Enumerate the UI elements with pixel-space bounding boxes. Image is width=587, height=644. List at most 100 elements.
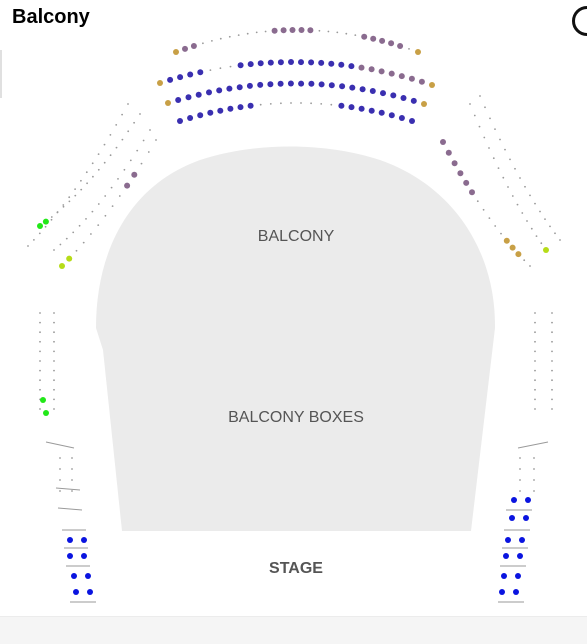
available-seat[interactable] xyxy=(177,118,183,124)
available-seat[interactable] xyxy=(173,49,179,55)
available-seat[interactable] xyxy=(359,86,366,93)
available-seat[interactable] xyxy=(380,90,386,97)
available-seat[interactable] xyxy=(73,589,79,595)
available-seat[interactable] xyxy=(361,33,368,40)
available-seat[interactable] xyxy=(378,68,385,75)
available-seat[interactable] xyxy=(187,115,194,121)
available-seat[interactable] xyxy=(358,64,365,71)
available-seat[interactable] xyxy=(368,107,375,114)
available-seat[interactable] xyxy=(515,573,521,579)
available-seat[interactable] xyxy=(157,80,163,86)
available-seat[interactable] xyxy=(338,102,345,109)
available-seat[interactable] xyxy=(287,80,294,87)
available-seat[interactable] xyxy=(237,104,244,111)
available-seat[interactable] xyxy=(379,37,386,44)
available-seat[interactable] xyxy=(185,94,192,101)
available-seat[interactable] xyxy=(457,170,464,177)
available-seat[interactable] xyxy=(177,74,184,81)
available-seat[interactable] xyxy=(318,59,325,66)
available-seat[interactable] xyxy=(349,84,356,91)
available-seat[interactable] xyxy=(418,78,425,85)
available-seat[interactable] xyxy=(499,589,505,595)
available-seat[interactable] xyxy=(513,589,519,595)
available-seat[interactable] xyxy=(525,497,531,503)
available-seat[interactable] xyxy=(523,515,529,521)
available-seat[interactable] xyxy=(81,553,87,559)
available-seat[interactable] xyxy=(368,66,375,73)
available-seat[interactable] xyxy=(197,69,204,76)
available-seat[interactable] xyxy=(167,76,174,83)
available-seat[interactable] xyxy=(505,537,511,543)
available-seat[interactable] xyxy=(388,70,395,77)
available-seat[interactable] xyxy=(511,497,517,503)
available-seat[interactable] xyxy=(298,59,304,66)
available-seat[interactable] xyxy=(182,45,188,52)
available-seat[interactable] xyxy=(543,247,549,253)
available-seat[interactable] xyxy=(429,82,435,88)
available-seat[interactable] xyxy=(298,80,305,87)
available-seat[interactable] xyxy=(308,80,315,87)
available-seat[interactable] xyxy=(236,84,243,91)
available-seat[interactable] xyxy=(369,88,376,94)
available-seat[interactable] xyxy=(328,60,335,67)
available-seat[interactable] xyxy=(408,75,415,82)
available-seat[interactable] xyxy=(187,71,194,78)
circle-icon[interactable] xyxy=(572,6,587,36)
available-seat[interactable] xyxy=(307,27,314,34)
available-seat[interactable] xyxy=(246,82,253,89)
available-seat[interactable] xyxy=(42,218,49,225)
available-seat[interactable] xyxy=(237,62,244,69)
available-seat[interactable] xyxy=(247,102,254,109)
available-seat[interactable] xyxy=(348,104,355,111)
available-seat[interactable] xyxy=(124,182,131,189)
available-seat[interactable] xyxy=(87,589,93,595)
available-seat[interactable] xyxy=(400,95,407,101)
available-seat[interactable] xyxy=(267,81,274,88)
available-seat[interactable] xyxy=(67,537,73,543)
available-seat[interactable] xyxy=(207,109,214,116)
available-seat[interactable] xyxy=(59,263,65,269)
available-seat[interactable] xyxy=(277,80,284,87)
available-seat[interactable] xyxy=(66,255,73,262)
available-seat[interactable] xyxy=(410,97,417,104)
available-seat[interactable] xyxy=(517,553,523,559)
available-seat[interactable] xyxy=(40,397,46,403)
available-seat[interactable] xyxy=(37,223,43,229)
available-seat[interactable] xyxy=(509,244,516,251)
available-seat[interactable] xyxy=(71,573,77,579)
available-seat[interactable] xyxy=(67,553,73,559)
available-seat[interactable] xyxy=(451,160,458,167)
available-seat[interactable] xyxy=(131,171,138,178)
available-seat[interactable] xyxy=(409,118,415,124)
available-seat[interactable] xyxy=(398,73,405,80)
available-seat[interactable] xyxy=(217,107,224,114)
available-seat[interactable] xyxy=(267,59,274,66)
available-seat[interactable] xyxy=(195,91,202,98)
available-seat[interactable] xyxy=(503,553,509,559)
available-seat[interactable] xyxy=(206,89,212,96)
available-seat[interactable] xyxy=(289,27,296,33)
available-seat[interactable] xyxy=(257,81,264,88)
available-seat[interactable] xyxy=(216,87,223,94)
available-seat[interactable] xyxy=(469,189,475,196)
available-seat[interactable] xyxy=(271,27,278,34)
available-seat[interactable] xyxy=(197,112,204,119)
available-seat[interactable] xyxy=(190,43,197,49)
available-seat[interactable] xyxy=(370,35,377,42)
available-seat[interactable] xyxy=(175,97,182,103)
available-seat[interactable] xyxy=(519,537,525,543)
available-seat[interactable] xyxy=(288,59,294,65)
available-seat[interactable] xyxy=(509,515,515,521)
available-seat[interactable] xyxy=(445,149,452,156)
available-seat[interactable] xyxy=(339,83,346,90)
available-seat[interactable] xyxy=(501,573,507,579)
available-seat[interactable] xyxy=(280,27,287,34)
available-seat[interactable] xyxy=(226,85,233,92)
available-seat[interactable] xyxy=(308,59,315,66)
available-seat[interactable] xyxy=(227,105,234,112)
available-seat[interactable] xyxy=(397,43,404,49)
available-seat[interactable] xyxy=(440,139,446,145)
available-seat[interactable] xyxy=(358,105,365,112)
available-seat[interactable] xyxy=(338,61,345,68)
available-seat[interactable] xyxy=(463,179,470,186)
